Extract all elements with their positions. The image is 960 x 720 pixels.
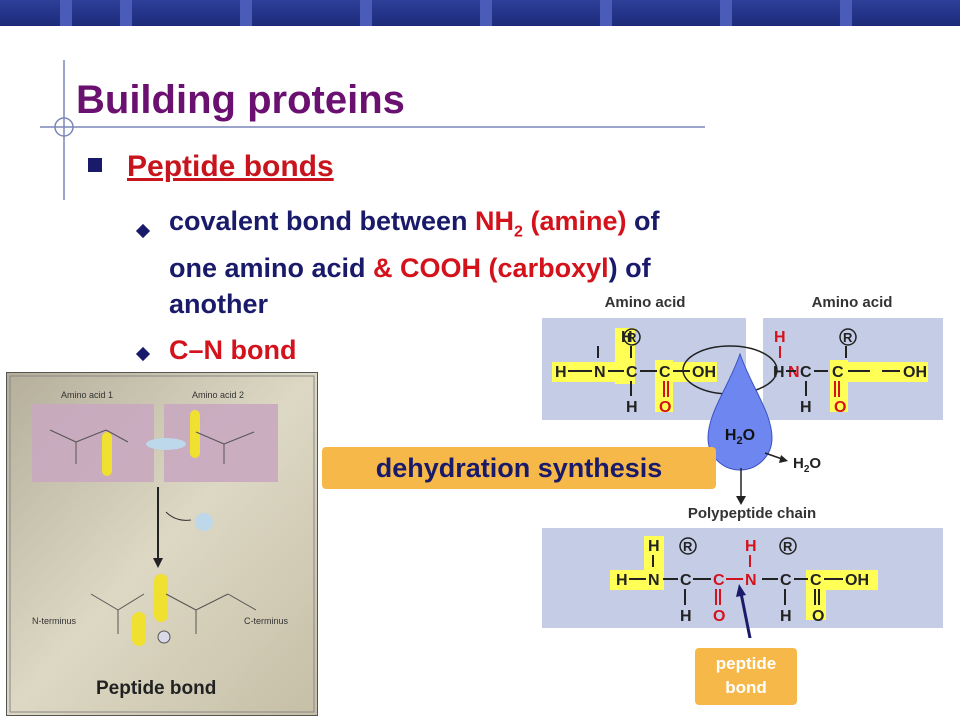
atom-c: C (626, 364, 638, 381)
bullet-text: another (169, 289, 269, 320)
atom-r: R (627, 330, 637, 345)
water-drop-label: H2O (725, 427, 755, 447)
atom-c: C (832, 364, 844, 381)
peptide-bonds-heading: Peptide bonds (127, 150, 334, 183)
highlight (830, 362, 928, 382)
water-molecule (195, 513, 213, 531)
square-bullet-icon (88, 158, 102, 172)
highlight (154, 574, 168, 622)
amine-text: (amine) (522, 206, 627, 236)
water-molecule (146, 438, 186, 450)
peptide-bond-illustration: Amino acid 1 Amino acid 2 N-terminus C-t… (6, 372, 318, 716)
amino-acid-label-2: Amino acid (812, 294, 893, 311)
atom-r: R (843, 330, 853, 345)
dehydration-synthesis-label: dehydration synthesis (322, 447, 716, 489)
peptide-bond-caption: Peptide bond (96, 678, 216, 699)
r-group-circle (679, 537, 697, 555)
atom-r: R (783, 539, 793, 554)
crosshair-decoration (40, 60, 705, 200)
atom-h: H (773, 364, 785, 381)
atom-c: C (713, 572, 725, 589)
n-terminus-label: N-terminus (32, 616, 77, 626)
water-drop-icon (707, 352, 773, 471)
atom-o: O (713, 608, 725, 625)
bullet-cn-bond: C–N bond (169, 335, 297, 365)
amino-acid-label-1: Amino acid (605, 294, 686, 311)
atom-h: H (555, 364, 567, 381)
atom-c: C (780, 572, 792, 589)
atom-h: H (648, 538, 660, 555)
r-group-circle (623, 328, 641, 346)
atom-n: N (594, 364, 606, 381)
reaction-diagram: Amino acid Amino acid H H N C C OH H O R… (542, 294, 943, 638)
atom-o: O (659, 399, 671, 416)
atom-o: O (834, 399, 846, 416)
atom-n: N (745, 572, 757, 589)
nh-text: NH (475, 206, 515, 236)
bullet-text: ) of (608, 253, 651, 284)
diamond-bullet-icon (135, 346, 151, 362)
atom-c: C (659, 364, 671, 381)
atom-h: H (774, 329, 786, 346)
atom-c: C (810, 572, 822, 589)
amino-acid-1-box (32, 404, 154, 482)
water-out-label: H2O (793, 455, 821, 475)
atom-n: N (648, 572, 660, 589)
highlight (132, 612, 146, 646)
highlight (190, 410, 200, 458)
diamond-bullet-icon (135, 223, 151, 239)
atom-c: C (680, 572, 692, 589)
bullet-text: covalent bond between (169, 206, 476, 236)
atom-h: H (616, 572, 628, 589)
top-banner (0, 0, 960, 26)
atom-n: N (788, 364, 800, 381)
amino-acid-1-label: Amino acid 1 (61, 390, 113, 400)
r-group-circle (779, 537, 797, 555)
atom-r: R (683, 539, 693, 554)
atom-c: C (800, 364, 812, 381)
atom-o: O (812, 608, 824, 625)
amine-term: NH2 (amine) (475, 206, 627, 240)
atom-h: H (621, 329, 633, 346)
atom-h: H (680, 608, 692, 625)
atom-oh: OH (692, 364, 716, 381)
c-terminus-label: C-terminus (244, 616, 289, 626)
atom-oh: OH (903, 364, 927, 381)
bullet-text: of (626, 206, 660, 236)
slide-title: Building proteins (76, 78, 405, 122)
carboxyl-term: & COOH (carboxyl (373, 253, 609, 284)
peptide-bond-callout: peptide bond (695, 648, 797, 705)
amino-acid-2-label: Amino acid 2 (192, 390, 244, 400)
nh-subscript: 2 (514, 223, 523, 241)
atom-oh: OH (845, 572, 869, 589)
atom-h: H (780, 608, 792, 625)
highlight (102, 432, 112, 476)
polypeptide-label: Polypeptide chain (688, 505, 816, 522)
r-group-circle (839, 328, 857, 346)
bullet-text: one amino acid (169, 253, 374, 284)
atom-h: H (745, 538, 757, 555)
bullet-covalent-bond: covalent bond between NH2 (amine) of one… (169, 203, 869, 322)
atom-h: H (626, 399, 638, 416)
atom-h: H (800, 399, 812, 416)
